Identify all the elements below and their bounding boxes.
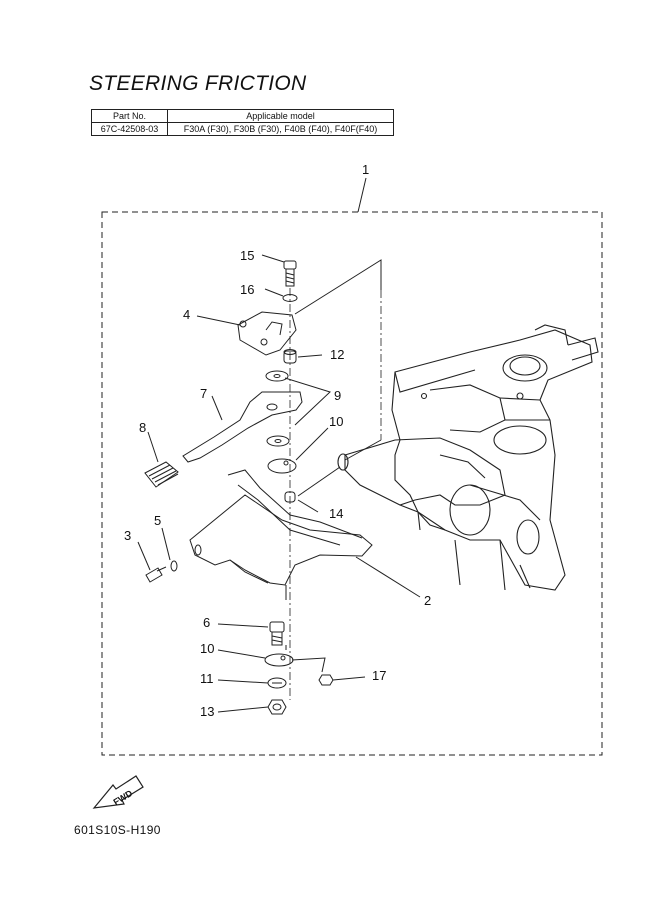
washer-10-lower	[264, 653, 294, 667]
callout-11: 11	[200, 671, 214, 686]
bracket-assembly	[337, 324, 599, 591]
washer-5	[170, 560, 178, 572]
callout-16: 16	[240, 282, 254, 297]
callout-13: 13	[200, 704, 214, 719]
callout-4: 4	[183, 307, 190, 322]
diagram-code: 601S10S-H190	[74, 823, 161, 837]
callout-10-lower: 10	[200, 641, 214, 656]
bolt-15	[283, 260, 297, 287]
callout-5: 5	[154, 513, 161, 528]
table-row: 67C-42508-03 F30A (F30), F30B (F30), F40…	[91, 122, 394, 136]
washer-9-upper	[265, 370, 289, 382]
leader-1	[357, 177, 367, 213]
callout-6: 6	[203, 615, 210, 630]
callout-3: 3	[124, 528, 131, 543]
callout-2: 2	[424, 593, 431, 608]
plate-4	[237, 311, 297, 356]
washer-9-lower	[266, 435, 290, 447]
fwd-arrow-icon	[92, 775, 144, 809]
callout-17: 17	[372, 668, 386, 683]
callout-10-upper: 10	[329, 414, 343, 429]
bolt-3	[145, 566, 167, 583]
callout-9: 9	[334, 388, 341, 403]
callout-12: 12	[330, 347, 344, 362]
page-title: STEERING FRICTION	[89, 72, 307, 95]
table-header-row: Part No. Applicable model	[91, 109, 394, 123]
stud-6	[269, 621, 285, 646]
callout-15: 15	[240, 248, 254, 263]
friction-plate-2	[189, 469, 373, 600]
friction-lever-7	[182, 391, 303, 463]
grip-8	[144, 461, 179, 488]
callout-14: 14	[329, 506, 343, 521]
callout-1: 1	[362, 162, 369, 177]
callout-8: 8	[139, 420, 146, 435]
assembly-boundary	[101, 211, 603, 756]
washer-10-upper	[267, 458, 297, 474]
nut-13	[267, 699, 287, 715]
cell-applicable-model: F30A (F30), F30B (F30), F40B (F40), F40F…	[167, 122, 394, 136]
parts-table: Part No. Applicable model 67C-42508-03 F…	[91, 109, 394, 136]
nut-17	[318, 674, 334, 686]
callout-7: 7	[200, 386, 207, 401]
